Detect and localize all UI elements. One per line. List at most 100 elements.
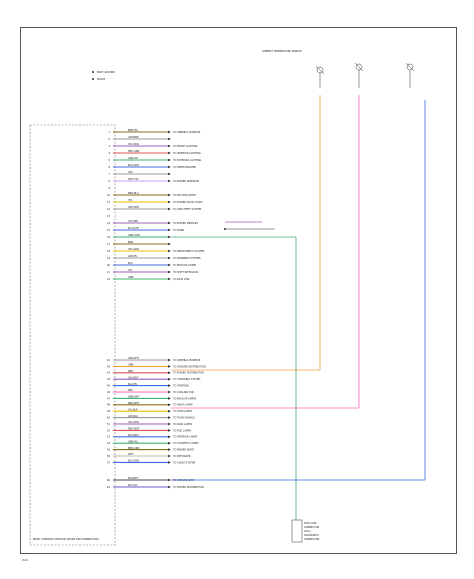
arrow-marker — [168, 416, 171, 419]
destination-label: TO POWER DISTRIBUTION — [173, 486, 204, 489]
arrow-marker — [168, 179, 171, 183]
wire-color-label: BRN-ORN — [128, 447, 140, 450]
pin-number: 57 — [107, 461, 111, 464]
wire-color-label: GRN-ORN — [128, 234, 140, 237]
connector-line-1: CONNECTOR — [304, 526, 320, 529]
wire-color-label: RED-GRN — [128, 150, 139, 153]
pin-number: 51 — [107, 423, 111, 426]
pin-row: 9 — [108, 187, 110, 190]
wire-color-label: VIO-GRN — [128, 421, 139, 424]
pin-number: 22 — [107, 278, 111, 281]
arrow-marker — [168, 365, 171, 368]
wire-color-label: GRY-ORN — [128, 206, 139, 209]
destination-label: TO KEYLESS ENTRY — [173, 194, 197, 197]
pin-number: 14 — [107, 222, 111, 225]
wire-color-label: BLU-ORN — [128, 164, 139, 167]
arrow-marker — [168, 158, 171, 162]
pin-number: 16 — [107, 236, 111, 239]
arrow-marker — [168, 242, 171, 246]
pin-number: 46 — [107, 391, 111, 394]
destination-label: TO AUDIO SYSTEM — [173, 461, 195, 464]
pin-row: 2 GRY-BRN — [108, 136, 171, 141]
arrow-marker — [168, 403, 171, 407]
pin-number: 3 — [108, 145, 110, 148]
destination-label: TO SHIFT INTERLOCK — [173, 271, 199, 274]
arrow-marker — [168, 249, 171, 253]
arrow-marker — [168, 454, 171, 458]
pin-number: 7 — [108, 173, 110, 176]
pin-number: 52 — [107, 429, 111, 432]
pin-number: 50 — [107, 417, 111, 420]
destination-label: TO COOLING FAN — [173, 391, 194, 394]
pin-number: 1 — [108, 131, 110, 134]
pin-number: 20 — [107, 264, 111, 267]
pin-number: 10 — [107, 194, 111, 197]
pin-number: 6 — [108, 166, 110, 169]
arrow-marker — [168, 448, 171, 451]
connector-line-0: DATA LINK — [304, 522, 317, 525]
arrow-marker — [168, 478, 171, 482]
pin-number: 2 — [108, 138, 110, 141]
wire-color-label: WHT — [128, 453, 134, 456]
arrow-marker — [168, 461, 171, 464]
destination-label: TO DEFOGGER — [173, 455, 191, 458]
pin-number: 60 — [107, 479, 111, 482]
destination-label: TO FRONT LIGHTING — [173, 145, 198, 148]
destination-label: TO BACK-UP LAMPS — [173, 397, 197, 400]
wire-color-label: PNK — [128, 389, 133, 392]
wire-color-label: VIO — [128, 269, 132, 272]
arrow-marker — [168, 137, 171, 141]
pin-number: 56 — [107, 455, 111, 458]
arrow-marker — [168, 193, 171, 197]
destination-label: TO STARTING — [173, 385, 189, 388]
wire-color-label: RED-WHT — [128, 428, 140, 431]
wire-color-label: GRY-BRN — [128, 136, 139, 139]
destination-label: TO STOP LAMPS — [173, 410, 193, 413]
wire-color-label: BLU-WHT — [128, 227, 140, 230]
arrow-marker — [168, 207, 171, 211]
arrow-marker — [168, 409, 171, 413]
pin-number: 42 — [107, 365, 111, 368]
wire-color-label: BRN-BLU — [128, 192, 139, 195]
wire-color-label: GRY-WHT — [128, 357, 139, 360]
arrow-marker — [168, 221, 171, 225]
pin-number: 21 — [107, 271, 111, 274]
wire-color-label: BLU-YEL — [128, 383, 138, 386]
wire-color-label: VIO-ORN — [128, 143, 139, 146]
wire-color-label: BLU-RED — [128, 434, 139, 437]
pin-number: 17 — [107, 243, 111, 246]
pin-number: 48 — [107, 404, 111, 407]
arrow-marker — [168, 429, 171, 432]
pin-row: 10 BRN-BLU TO KEYLESS ENTRY — [107, 192, 197, 197]
destination-label: TO HORN — [173, 229, 184, 232]
connector-box: DATA LINK CONNECTOR (DLC) DIAGNOSTIC CON… — [291, 519, 320, 543]
destination-label: TO CHARGING SYSTEM — [173, 378, 200, 381]
arrow-marker — [168, 270, 171, 274]
legend-item-1: SPLICE — [97, 78, 106, 81]
destination-label: TO POWER MIRRORS — [173, 222, 198, 225]
wire-color-label: YEL-GRN — [128, 248, 139, 251]
destination-label: TO POWER WINDOWS — [173, 180, 200, 183]
destination-label: TO ANTI-THEFT SYSTEM — [173, 208, 201, 211]
pin-number: 11 — [107, 201, 111, 204]
destination-label: TO TURN SIGNALS — [173, 417, 195, 420]
pin-number: 45 — [107, 385, 111, 388]
pin-number: 9 — [108, 187, 110, 190]
